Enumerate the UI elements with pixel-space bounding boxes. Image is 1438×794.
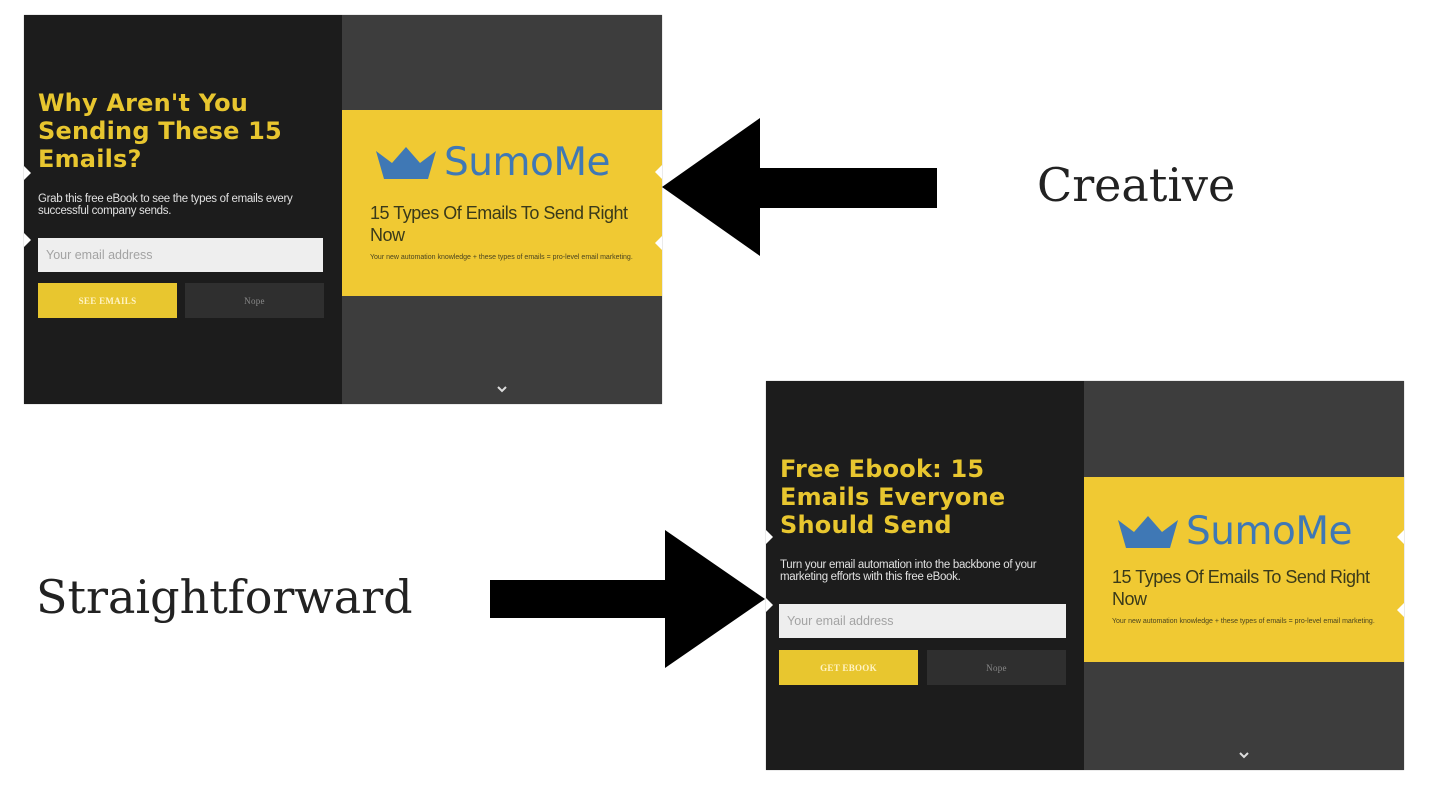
- ebook-cover: SumoMe 15 Types Of Emails To Send Right …: [342, 110, 662, 296]
- popup-form-column: Free Ebook: 15 Emails Everyone Should Se…: [766, 381, 1084, 770]
- ebook-subtitle: Your new automation knowledge + these ty…: [370, 254, 633, 261]
- nope-button[interactable]: Nope: [927, 650, 1066, 685]
- crown-icon: [1118, 515, 1178, 548]
- brand-logo: SumoMe: [1118, 509, 1352, 554]
- get-ebook-button[interactable]: GET EBOOK: [779, 650, 918, 685]
- edge-notch: [766, 598, 773, 612]
- nope-button[interactable]: Nope: [185, 283, 324, 318]
- email-input[interactable]: [38, 238, 323, 272]
- ebook-title: 15 Types Of Emails To Send Right Now: [1112, 567, 1370, 609]
- popup-straightforward: Free Ebook: 15 Emails Everyone Should Se…: [766, 381, 1404, 770]
- label-straightforward: Straightforward: [36, 570, 413, 624]
- crown-icon: [376, 146, 436, 179]
- edge-notch: [655, 165, 662, 179]
- popup-subtext: Turn your email automation into the back…: [780, 559, 1037, 583]
- label-creative: Creative: [1037, 158, 1236, 212]
- edge-notch: [1397, 530, 1404, 544]
- see-emails-button[interactable]: SEE EMAILS: [38, 283, 177, 318]
- popup-ebook-column: SumoMe 15 Types Of Emails To Send Right …: [1084, 381, 1404, 770]
- chevron-down-icon[interactable]: [1236, 750, 1252, 760]
- ebook-title: 15 Types Of Emails To Send Right Now: [370, 203, 628, 245]
- edge-notch: [24, 233, 31, 247]
- arrow-right-icon: [490, 530, 765, 668]
- popup-subtext: Grab this free eBook to see the types of…: [38, 193, 293, 217]
- chevron-down-icon[interactable]: [494, 384, 510, 394]
- brand-logo: SumoMe: [376, 140, 610, 185]
- popup-headline: Free Ebook: 15 Emails Everyone Should Se…: [780, 455, 1006, 539]
- popup-ebook-column: SumoMe 15 Types Of Emails To Send Right …: [342, 15, 662, 404]
- brand-name: SumoMe: [444, 140, 610, 185]
- arrow-left-icon: [662, 118, 937, 256]
- ebook-cover: SumoMe 15 Types Of Emails To Send Right …: [1084, 477, 1404, 662]
- brand-name: SumoMe: [1186, 509, 1352, 554]
- edge-notch: [766, 530, 773, 544]
- email-input[interactable]: [779, 604, 1066, 638]
- popup-headline: Why Aren't You Sending These 15 Emails?: [38, 89, 282, 173]
- ebook-subtitle: Your new automation knowledge + these ty…: [1112, 618, 1375, 625]
- popup-creative: Why Aren't You Sending These 15 Emails? …: [24, 15, 662, 404]
- edge-notch: [655, 236, 662, 250]
- popup-form-column: Why Aren't You Sending These 15 Emails? …: [24, 15, 342, 404]
- edge-notch: [1397, 603, 1404, 617]
- edge-notch: [24, 166, 31, 180]
